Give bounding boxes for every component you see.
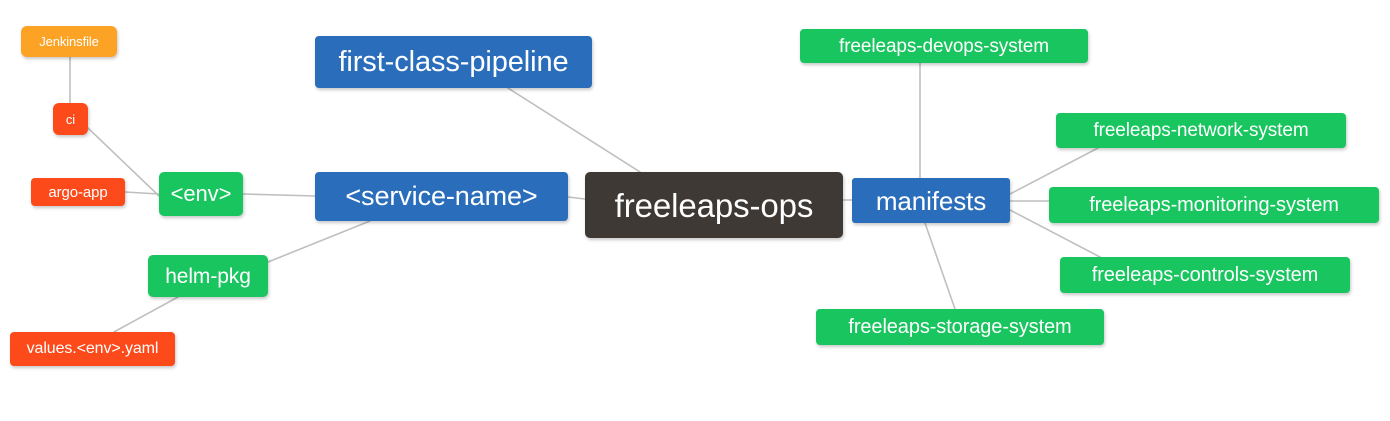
node-env[interactable]: <env> (159, 172, 243, 216)
edge-valuesyaml-helmpkg (113, 296, 179, 333)
node-freeleaps-devops-system[interactable]: freeleaps-devops-system (800, 29, 1088, 63)
node-freeleaps-network-system[interactable]: freeleaps-network-system (1056, 113, 1346, 148)
edge-manifests-storage (924, 222, 956, 310)
node-freeleaps-ops[interactable]: freeleaps-ops (585, 172, 843, 238)
edge-argoapp-env (124, 191, 160, 195)
edge-pipeline-ops (507, 87, 641, 173)
node-argo-app[interactable]: argo-app (31, 178, 125, 206)
node-manifests[interactable]: manifests (852, 178, 1010, 223)
node-freeleaps-storage-system[interactable]: freeleaps-storage-system (816, 309, 1104, 345)
node-service-name[interactable]: <service-name> (315, 172, 568, 221)
edge-servicename-ops (567, 196, 586, 200)
node-values-yaml[interactable]: values.<env>.yaml (10, 332, 175, 366)
edge-helmpkg-servicename (267, 220, 371, 263)
node-jenkinsfile[interactable]: Jenkinsfile (21, 26, 117, 57)
node-freeleaps-monitoring-system[interactable]: freeleaps-monitoring-system (1049, 187, 1379, 223)
edge-env-servicename (242, 193, 316, 197)
node-ci[interactable]: ci (53, 103, 88, 135)
node-freeleaps-controls-system[interactable]: freeleaps-controls-system (1060, 257, 1350, 293)
node-first-class-pipeline[interactable]: first-class-pipeline (315, 36, 592, 88)
node-helm-pkg[interactable]: helm-pkg (148, 255, 268, 297)
